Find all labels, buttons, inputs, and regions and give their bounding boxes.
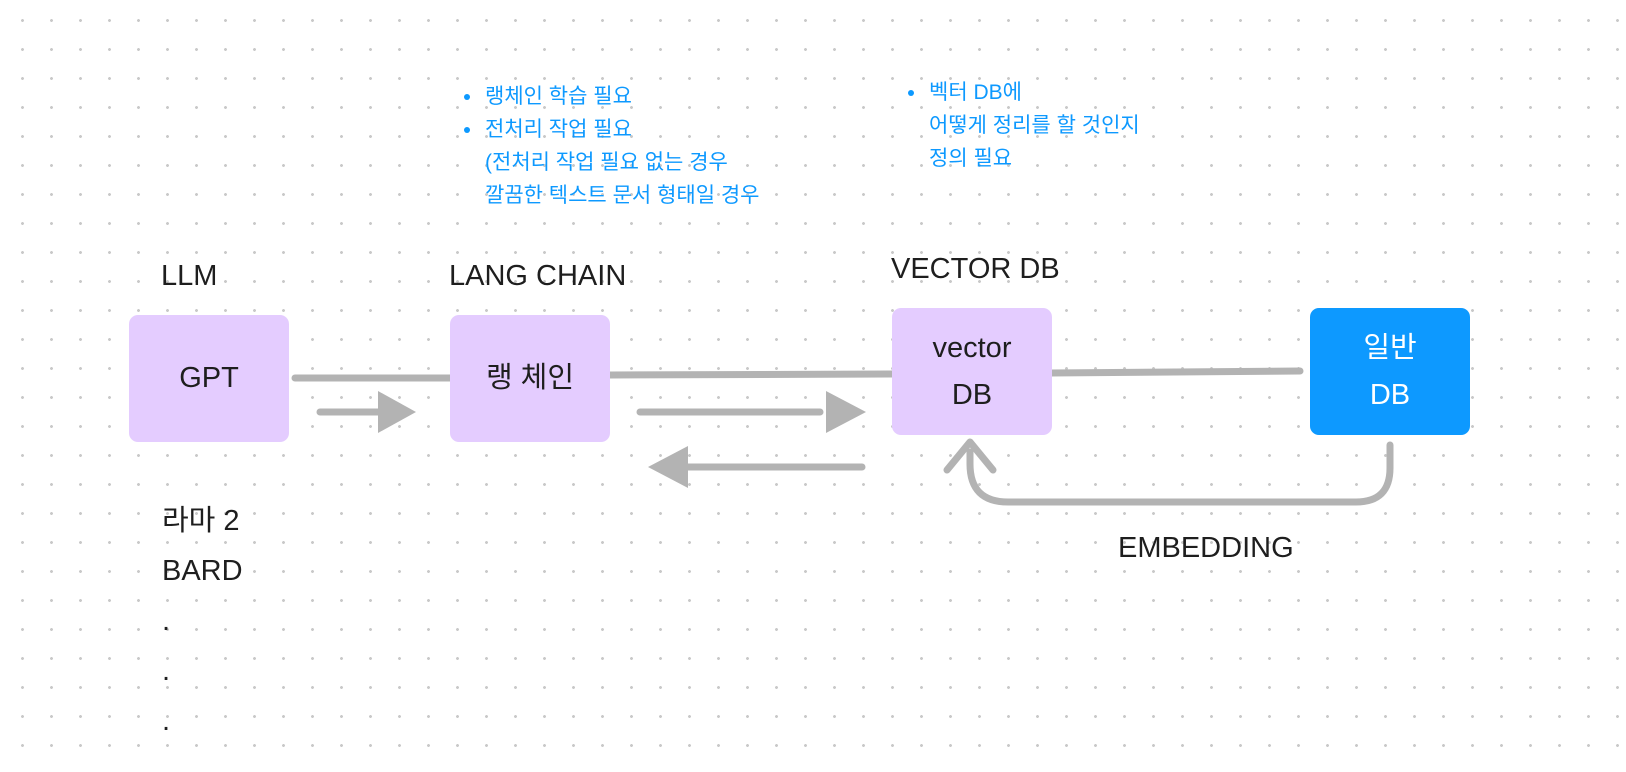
- vectordb-box[interactable]: vector DB: [892, 308, 1052, 435]
- note-item: (전처리 작업 필요 없는 경우: [485, 151, 728, 174]
- llm-models-list: 라마 2 BARD . . .: [162, 496, 243, 746]
- langchain-title: LANG CHAIN: [449, 260, 627, 292]
- general-db-box[interactable]: 일반 DB: [1310, 308, 1470, 435]
- llm-model-item: .: [162, 655, 171, 687]
- note-item: 벡터 DB에: [905, 76, 1140, 109]
- vectordb-notes: 벡터 DB에 어떻게 정리를 할 것인지 정의 필요: [905, 76, 1140, 175]
- note-item: 어떻게 정리를 할 것인지: [929, 114, 1140, 137]
- arrow-vectordb-to-langchain-head: [648, 446, 688, 488]
- langchain-notes: 랭체인 학습 필요 전처리 작업 필요 (전처리 작업 필요 없는 경우 깔끔한…: [461, 80, 760, 212]
- arrow-langchain-to-vectordb-head: [826, 391, 866, 433]
- embedding-arrowhead: [943, 438, 997, 474]
- connector-vectordb-generaldb: [1046, 367, 1304, 377]
- embedding-label: EMBEDDING: [1118, 532, 1294, 564]
- llm-model-item: .: [162, 705, 171, 737]
- arrow-llm-to-langchain-head: [378, 391, 416, 433]
- note-item: 전처리 작업 필요: [461, 113, 760, 146]
- note-item: 랭체인 학습 필요: [461, 80, 760, 113]
- note-item: 정의 필요: [929, 147, 1013, 170]
- note-item: 깔끔한 텍스트 문서 형태일 경우: [485, 184, 760, 207]
- connector-langchain-vectordb: [606, 370, 896, 379]
- llm-model-item: BARD: [162, 555, 243, 587]
- llm-model-item: 라마 2: [162, 505, 240, 537]
- langchain-box[interactable]: 랭 체인: [450, 315, 610, 442]
- embedding-curve: [966, 441, 1394, 506]
- llm-model-item: .: [162, 605, 171, 637]
- llm-title: LLM: [161, 260, 218, 292]
- gpt-box[interactable]: GPT: [129, 315, 289, 442]
- vectordb-title: VECTOR DB: [891, 253, 1060, 285]
